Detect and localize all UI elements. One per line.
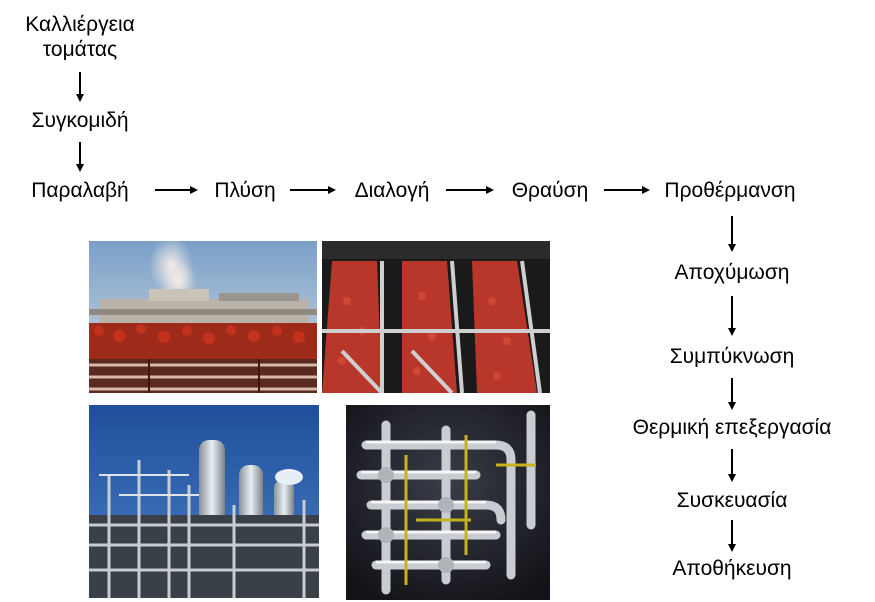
step-cultivation: Καλλιέργεια τομάτας xyxy=(25,13,135,61)
step-reception: Παραλαβή xyxy=(31,179,129,202)
evaporator-plant-photo xyxy=(89,405,319,598)
tomato-conveyor-photo xyxy=(322,241,550,393)
steel-piping-photo xyxy=(346,405,550,600)
step-heat-treatment: Θερμική επεξεργασία xyxy=(632,416,832,439)
step-washing: Πλύση xyxy=(214,179,276,202)
step-harvest: Συγκομιδή xyxy=(31,109,129,132)
tomato-factory-photo xyxy=(89,241,317,393)
step-crushing: Θραύση xyxy=(511,179,589,202)
step-storage: Αποθήκευση xyxy=(672,557,792,580)
step-concentration: Συμπύκνωση xyxy=(669,345,795,368)
step-sorting: Διαλογή xyxy=(354,179,430,202)
step-packaging: Συσκευασία xyxy=(676,489,788,512)
step-preheating: Προθέρμανση xyxy=(664,179,796,202)
step-deseeding: Αποχύμωση xyxy=(674,261,790,284)
